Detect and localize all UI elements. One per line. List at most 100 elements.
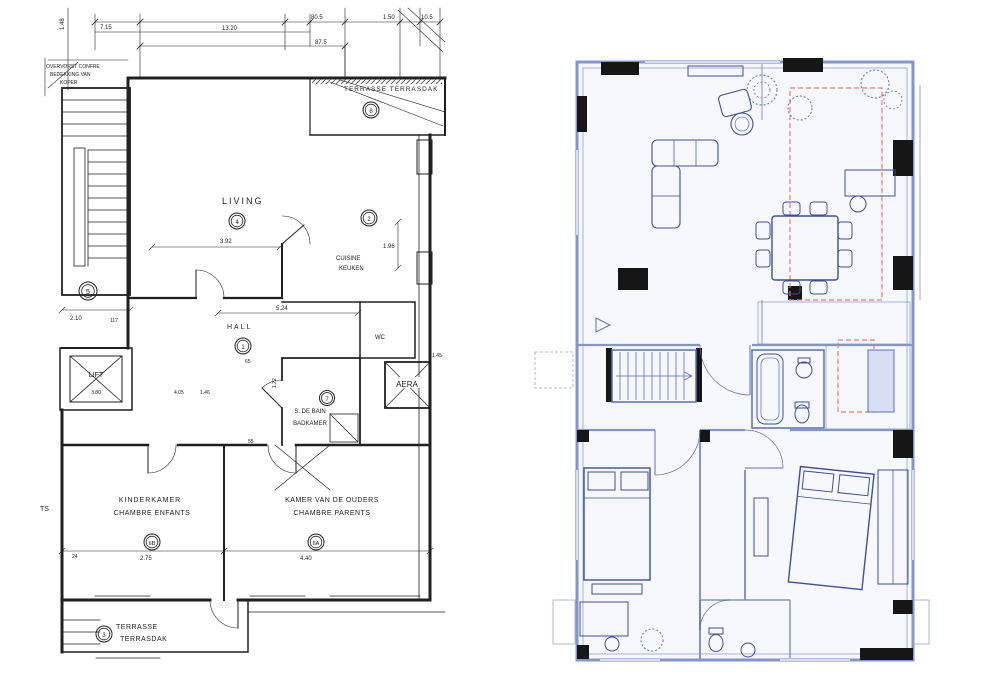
svg-text:3: 3 — [102, 633, 106, 639]
room-label-terrasse: TERRASSE — [116, 624, 158, 631]
bench — [753, 497, 769, 557]
aera-shaft — [384, 361, 431, 409]
desk — [844, 169, 896, 197]
interior-walls — [60, 215, 432, 629]
plant-icon — [746, 74, 778, 106]
bathroom — [751, 349, 825, 429]
dim-top3: 13.20 — [222, 26, 238, 32]
dim-top1: 1.48 — [60, 18, 66, 30]
dim-living: 3.92 — [220, 239, 232, 245]
plant-icon — [787, 95, 813, 121]
dim-hall: 5.24 — [276, 306, 288, 312]
room-number-bath: 7 — [319, 390, 335, 406]
room-label-hall: HALL — [227, 324, 253, 331]
dim-hall-e: 55 — [248, 439, 254, 445]
svg-text:6A: 6A — [313, 541, 320, 547]
dim-kitchen: 1.96 — [383, 244, 395, 250]
room-number-living: 4 — [228, 212, 246, 230]
room-label-terrace-top: TERRASSE TERRASDAK — [344, 86, 438, 93]
bed — [583, 467, 651, 581]
room-number-kitchen: 2 — [360, 209, 378, 227]
exterior-elements — [534, 85, 930, 645]
windows — [575, 60, 915, 662]
dining-set — [755, 201, 853, 295]
right-floorplan — [534, 58, 930, 662]
sofa — [651, 139, 719, 167]
room-number-hall: 1 — [234, 337, 252, 355]
bedroom-chair — [604, 636, 620, 652]
toilet-icon — [794, 404, 810, 424]
lift-shaft — [59, 347, 133, 411]
room-label-lift: LIFT — [89, 372, 104, 379]
inner-wall-line — [582, 67, 908, 655]
dim-top5: 1.50 — [383, 15, 395, 21]
room-label-kamer-ouders: KAMER VAN DE OUDERS — [285, 497, 379, 504]
sink-icon — [795, 361, 813, 379]
svg-text:7: 7 — [325, 397, 329, 403]
note-line3: KOPER — [60, 80, 78, 86]
room-label-keuken: KEUKEN — [339, 266, 364, 272]
bedroom-desk — [579, 601, 629, 637]
room-label-living: LIVING — [222, 196, 264, 206]
dim-top6: 10.5 — [421, 15, 433, 21]
left-bedroom — [579, 429, 701, 652]
bed-bench — [591, 583, 643, 595]
room-label-wc: WC — [375, 335, 386, 341]
dim-hall-c: 4.05 — [174, 390, 184, 396]
svg-text:2: 2 — [367, 217, 371, 223]
dim-top2: 7.15 — [100, 25, 112, 31]
room-label-chambre-enfants: CHAMBRE ENFANTS — [114, 510, 191, 517]
room-label-kinderkamer: KINDERKAMER — [119, 497, 181, 504]
bed — [787, 465, 875, 591]
room-label-terrasdak: TERRASDAK — [120, 636, 167, 643]
room-label-aera: AERA — [396, 380, 418, 389]
dim-lift: 3.80 — [91, 390, 101, 396]
room-number-parents: 6A — [307, 533, 325, 551]
wall-blocks — [577, 58, 913, 660]
svg-text:6B: 6B — [149, 541, 156, 547]
dining-table — [771, 215, 839, 281]
room-number-terrace-top: 8 — [362, 101, 380, 119]
dim-top7: 87.5 — [315, 40, 327, 46]
tv-cabinet — [687, 65, 744, 77]
staircase — [61, 87, 131, 296]
room-number-terrace-bottom: 3 — [95, 625, 113, 643]
dim-hall-b: 1.22 — [272, 378, 278, 388]
hall-door — [699, 344, 751, 396]
left-floorplan: OVERVORST CONFRE BEDEKKING VAN KOPER 1.4… — [40, 7, 447, 659]
plant-icon — [640, 628, 664, 652]
note-line1: OVERVORST CONFRE — [46, 64, 100, 70]
dimension-lines-top — [44, 7, 446, 97]
room-label-chambre-parents: CHAMBRE PARENTS — [294, 510, 371, 517]
dim-hall-d: 1.46 — [200, 390, 210, 396]
svg-text:8: 8 — [369, 109, 373, 115]
dim-stairs-s: 117 — [110, 318, 118, 324]
room-number-stairs: 5 — [78, 281, 98, 301]
dim-stairs-w: 2.10 — [70, 316, 82, 322]
plant-icon — [883, 90, 903, 110]
dim-edge: 24 — [72, 554, 78, 560]
dim-aera: 1.45 — [432, 353, 442, 359]
living-furniture — [651, 65, 903, 229]
room-label-cuisine: CUISINE — [336, 256, 360, 262]
svg-text:4: 4 — [235, 220, 239, 226]
duct-shaft — [867, 349, 895, 413]
stairwell — [611, 349, 697, 403]
room-label-badkamer: BADKAMER — [293, 421, 327, 427]
sink-icon — [740, 642, 756, 658]
dim-hall-a: 65 — [245, 359, 251, 365]
note-line2: BEDEKKING VAN — [50, 72, 91, 78]
dim-kids: 2.75 — [140, 556, 152, 562]
dim-top4: 80.5 — [311, 15, 323, 21]
outer-walls — [60, 45, 447, 659]
right-bedroom — [744, 429, 909, 591]
svg-text:1: 1 — [241, 345, 245, 351]
desk-chair — [849, 195, 867, 213]
toilet-icon — [708, 634, 724, 652]
marker-triangle-icon — [595, 317, 612, 333]
room-number-kids: 6B — [143, 533, 161, 551]
bottom-bathroom — [699, 599, 756, 658]
svg-text:5: 5 — [86, 289, 90, 296]
